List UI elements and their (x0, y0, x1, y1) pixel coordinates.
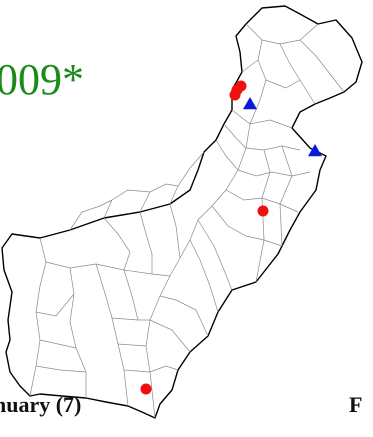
marker-triangle-north (243, 97, 257, 110)
event-markers (140, 80, 322, 395)
marker-triangle-east (308, 144, 322, 157)
caption-left: nuary (7) (0, 392, 82, 417)
country-outline (1, 5, 363, 419)
caption-right: F (349, 392, 363, 417)
marker-circle-central (257, 205, 269, 217)
marker-circle-south (140, 383, 152, 395)
marker-circle-north-3 (229, 89, 241, 101)
district-boundaries (29, 23, 345, 419)
year-label: 009* (0, 55, 84, 104)
